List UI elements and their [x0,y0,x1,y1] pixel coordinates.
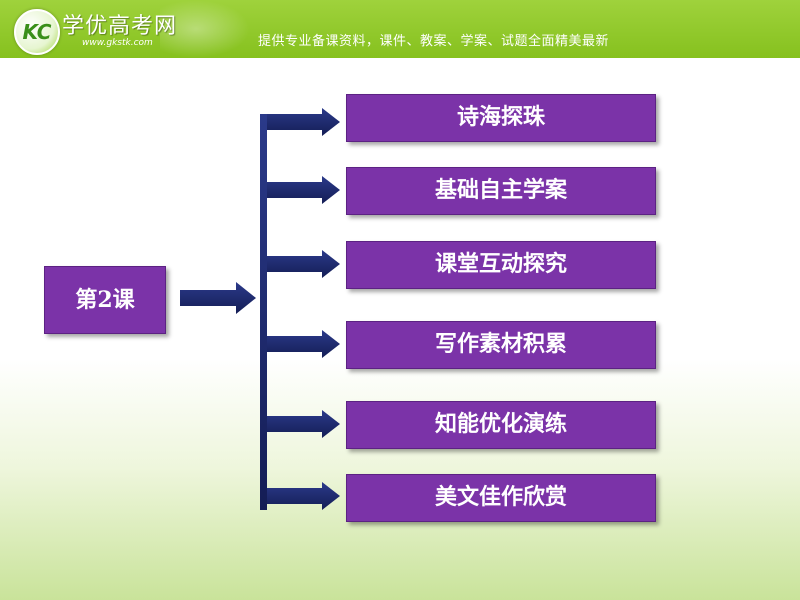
lesson-label: 第2课 [44,266,166,334]
site-header: KC 学优高考网 www.gkstk.com 提供专业备课资料，课件、教案、学案… [0,0,800,58]
right-arrow-icon [267,176,340,204]
right-arrow-icon [267,482,340,510]
kc-logo-icon[interactable]: KC [14,9,60,55]
right-arrow-icon [180,282,256,314]
menu-button-writing[interactable]: 写作素材积累 [346,321,656,369]
menu-button-classroom[interactable]: 课堂互动探究 [346,241,656,289]
site-url[interactable]: www.gkstk.com [82,38,153,48]
menu-button-appreciation[interactable]: 美文佳作欣赏 [346,474,656,522]
vertical-connector-bar [260,114,267,510]
menu-button-basic-study[interactable]: 基础自主学案 [346,167,656,215]
menu-button-practice[interactable]: 知能优化演练 [346,401,656,449]
menu-button-poetry[interactable]: 诗海探珠 [346,94,656,142]
leaf-decoration [160,0,250,58]
right-arrow-icon [267,108,340,136]
logo-mark: KC [22,20,52,44]
right-arrow-icon [267,250,340,278]
site-slogan: 提供专业备课资料，课件、教案、学案、试题全面精美最新 [258,34,610,49]
right-arrow-icon [267,330,340,358]
site-name[interactable]: 学优高考网 [62,14,178,39]
right-arrow-icon [267,410,340,438]
